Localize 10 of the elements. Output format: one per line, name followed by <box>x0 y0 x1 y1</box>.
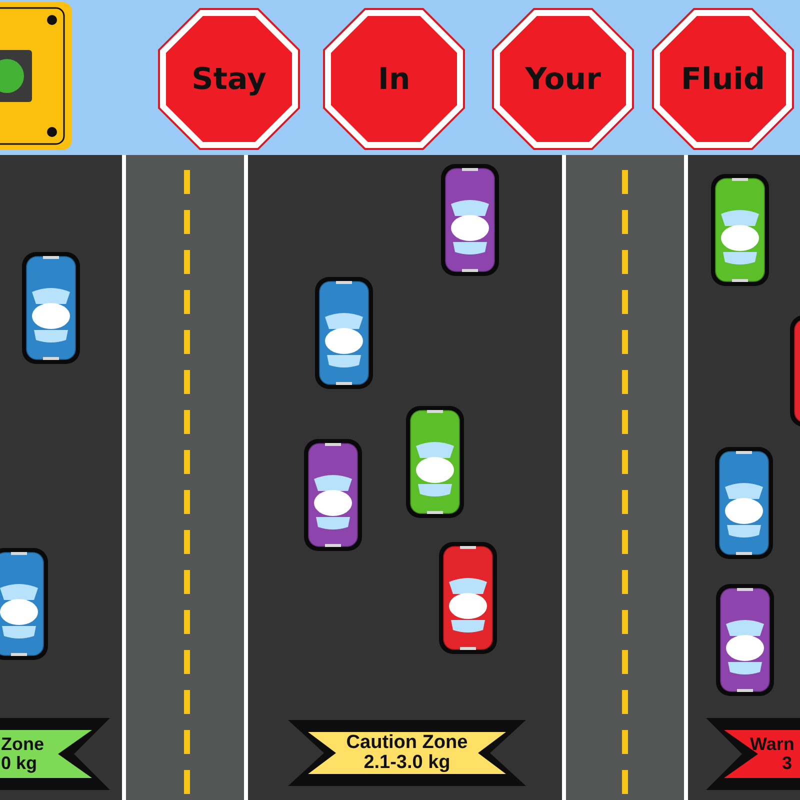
sign-text: Your <box>525 62 601 96</box>
zone-text: 0 kg <box>1 754 38 773</box>
sign-text: Stay <box>192 62 266 96</box>
zone-text: 2.1-3.0 kg <box>364 753 450 773</box>
zone-text: Caution Zone <box>346 733 468 753</box>
zone-text: 3 <box>782 754 792 773</box>
sign-text: In <box>378 62 410 96</box>
sign-text: Fluid <box>681 62 765 96</box>
zone-text: Warn <box>750 735 794 754</box>
zone-text: Zone <box>1 735 44 754</box>
